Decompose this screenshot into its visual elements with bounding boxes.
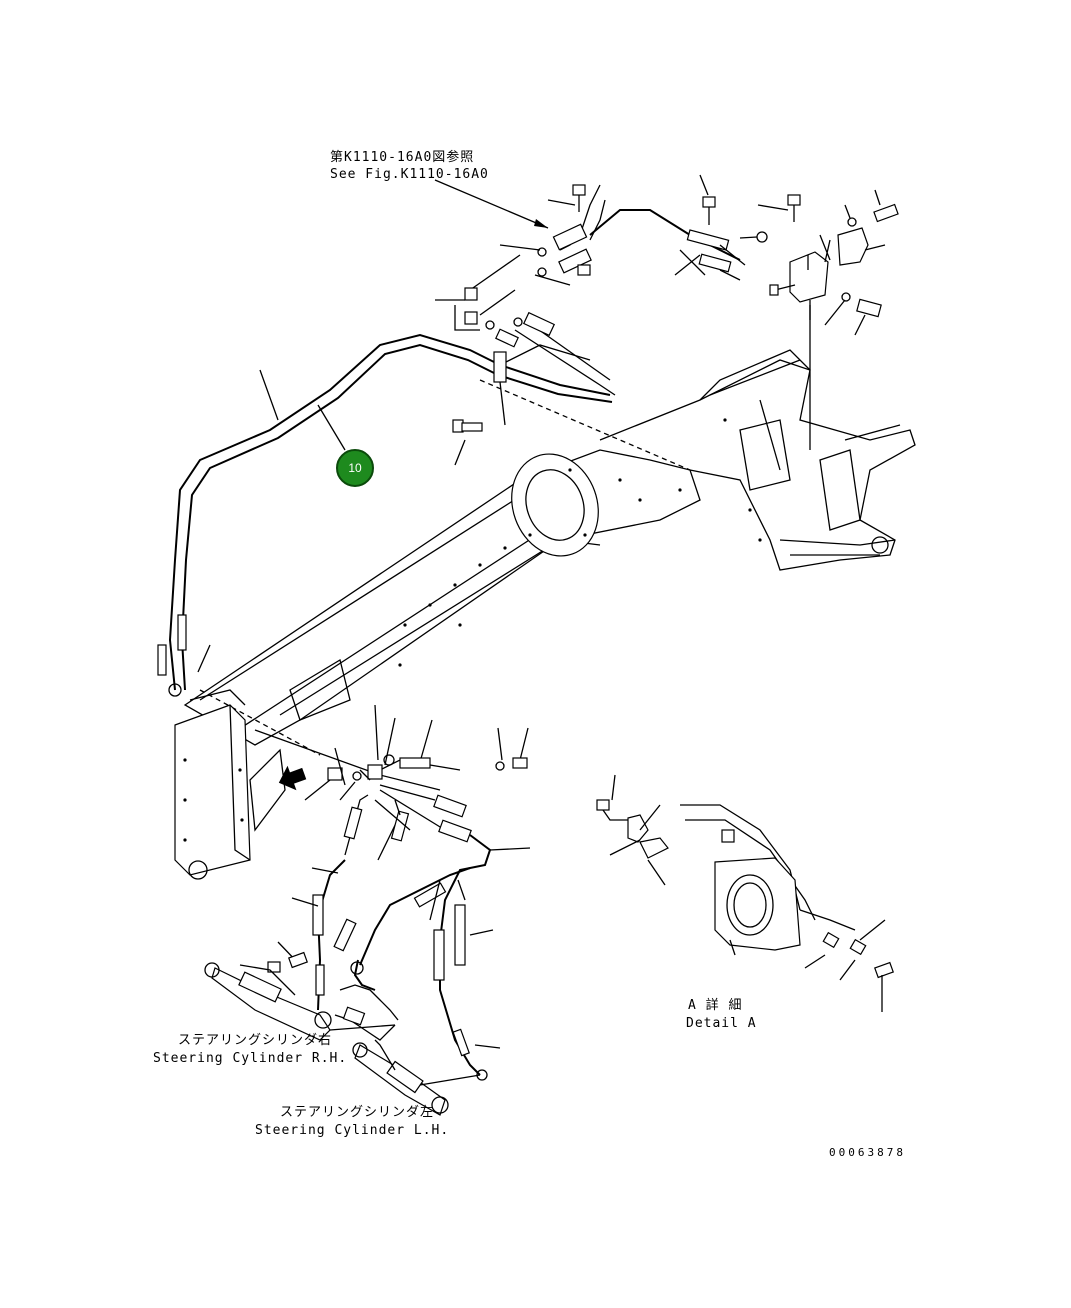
cylinder-lh-jp-label: ステアリングシリンダ左 xyxy=(280,1105,435,1120)
drawing-number: 00063878 xyxy=(829,1146,906,1159)
upper-fittings xyxy=(435,174,899,450)
chassis-frame xyxy=(174,349,916,880)
steering-hoses xyxy=(204,704,531,1116)
cylinder-lh-en-label: Steering Cylinder L.H. xyxy=(255,1123,450,1138)
cylinder-rh-jp-label: ステアリングシリンダ右 xyxy=(178,1033,333,1048)
pipe-assembly xyxy=(157,333,613,697)
cylinder-rh-en-label: Steering Cylinder R.H. xyxy=(153,1051,348,1066)
detail-a-drawing xyxy=(596,774,894,1012)
part-hotspot-10[interactable]: 10 xyxy=(336,449,374,487)
leader-lines xyxy=(197,179,549,673)
see-fig-en-label: See Fig.K1110-16A0 xyxy=(330,167,489,182)
see-fig-jp-label: 第K1110-16A0図参照 xyxy=(330,150,475,165)
detail-a-en-label: Detail A xyxy=(686,1016,757,1031)
detail-a-jp-label: A 詳 細 xyxy=(688,998,743,1013)
